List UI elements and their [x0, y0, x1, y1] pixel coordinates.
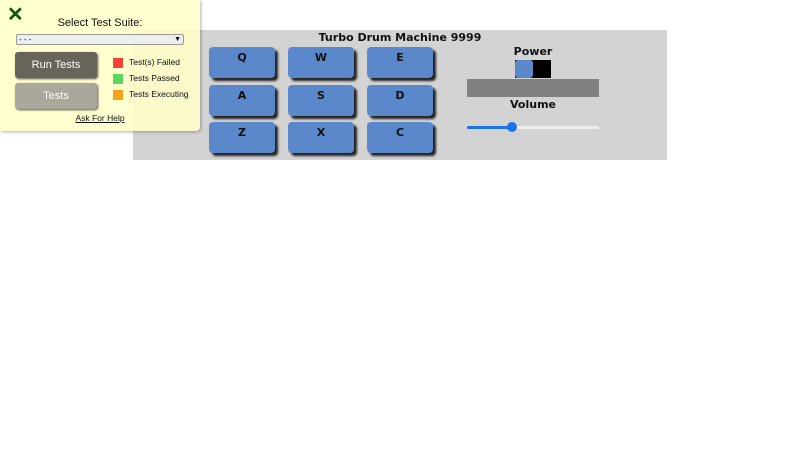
test-panel: ✕ Select Test Suite: - - - ▼ Run Tests Te…: [0, 0, 200, 131]
power-toggle-knob[interactable]: [515, 60, 533, 78]
drum-pad-d[interactable]: D: [367, 85, 433, 116]
select-test-suite-label: Select Test Suite:: [57, 17, 143, 29]
chevron-down-icon: ▼: [174, 36, 181, 43]
drum-pad-q[interactable]: Q: [209, 47, 275, 78]
executing-swatch: [113, 89, 123, 100]
drum-pad-a[interactable]: A: [209, 85, 275, 116]
drum-pad-e[interactable]: E: [367, 47, 433, 78]
legend-failed: Test(s) Failed: [113, 57, 180, 68]
failed-swatch: [113, 57, 123, 68]
volume-fill: [467, 126, 512, 129]
passed-swatch: [113, 73, 123, 84]
close-icon[interactable]: ✕: [7, 4, 24, 26]
drum-machine: Turbo Drum Machine 9999 Q W E A S D Z X …: [133, 30, 667, 160]
drum-pad-x[interactable]: X: [288, 122, 354, 153]
power-label: Power: [513, 45, 553, 58]
drum-pad-w[interactable]: W: [288, 47, 354, 78]
volume-thumb[interactable]: [506, 122, 517, 132]
legend-passed: Tests Passed: [113, 73, 180, 84]
tests-button[interactable]: Tests: [15, 83, 97, 109]
selected-suite: - - -: [19, 35, 32, 44]
ask-for-help-link[interactable]: Ask For Help: [75, 113, 125, 123]
drum-machine-title: Turbo Drum Machine 9999: [318, 31, 482, 44]
volume-track[interactable]: [467, 126, 599, 129]
sound-display: [467, 79, 599, 97]
power-toggle[interactable]: [515, 60, 551, 78]
drum-pad-z[interactable]: Z: [209, 122, 275, 153]
drum-pad-c[interactable]: C: [367, 122, 433, 153]
test-suite-select[interactable]: - - - ▼: [16, 34, 184, 45]
volume-slider[interactable]: [467, 122, 599, 132]
legend-executing: Tests Executing: [113, 89, 189, 100]
drum-pad-s[interactable]: S: [288, 85, 354, 116]
volume-label: Volume: [510, 98, 556, 111]
run-tests-button[interactable]: Run Tests: [15, 52, 97, 78]
